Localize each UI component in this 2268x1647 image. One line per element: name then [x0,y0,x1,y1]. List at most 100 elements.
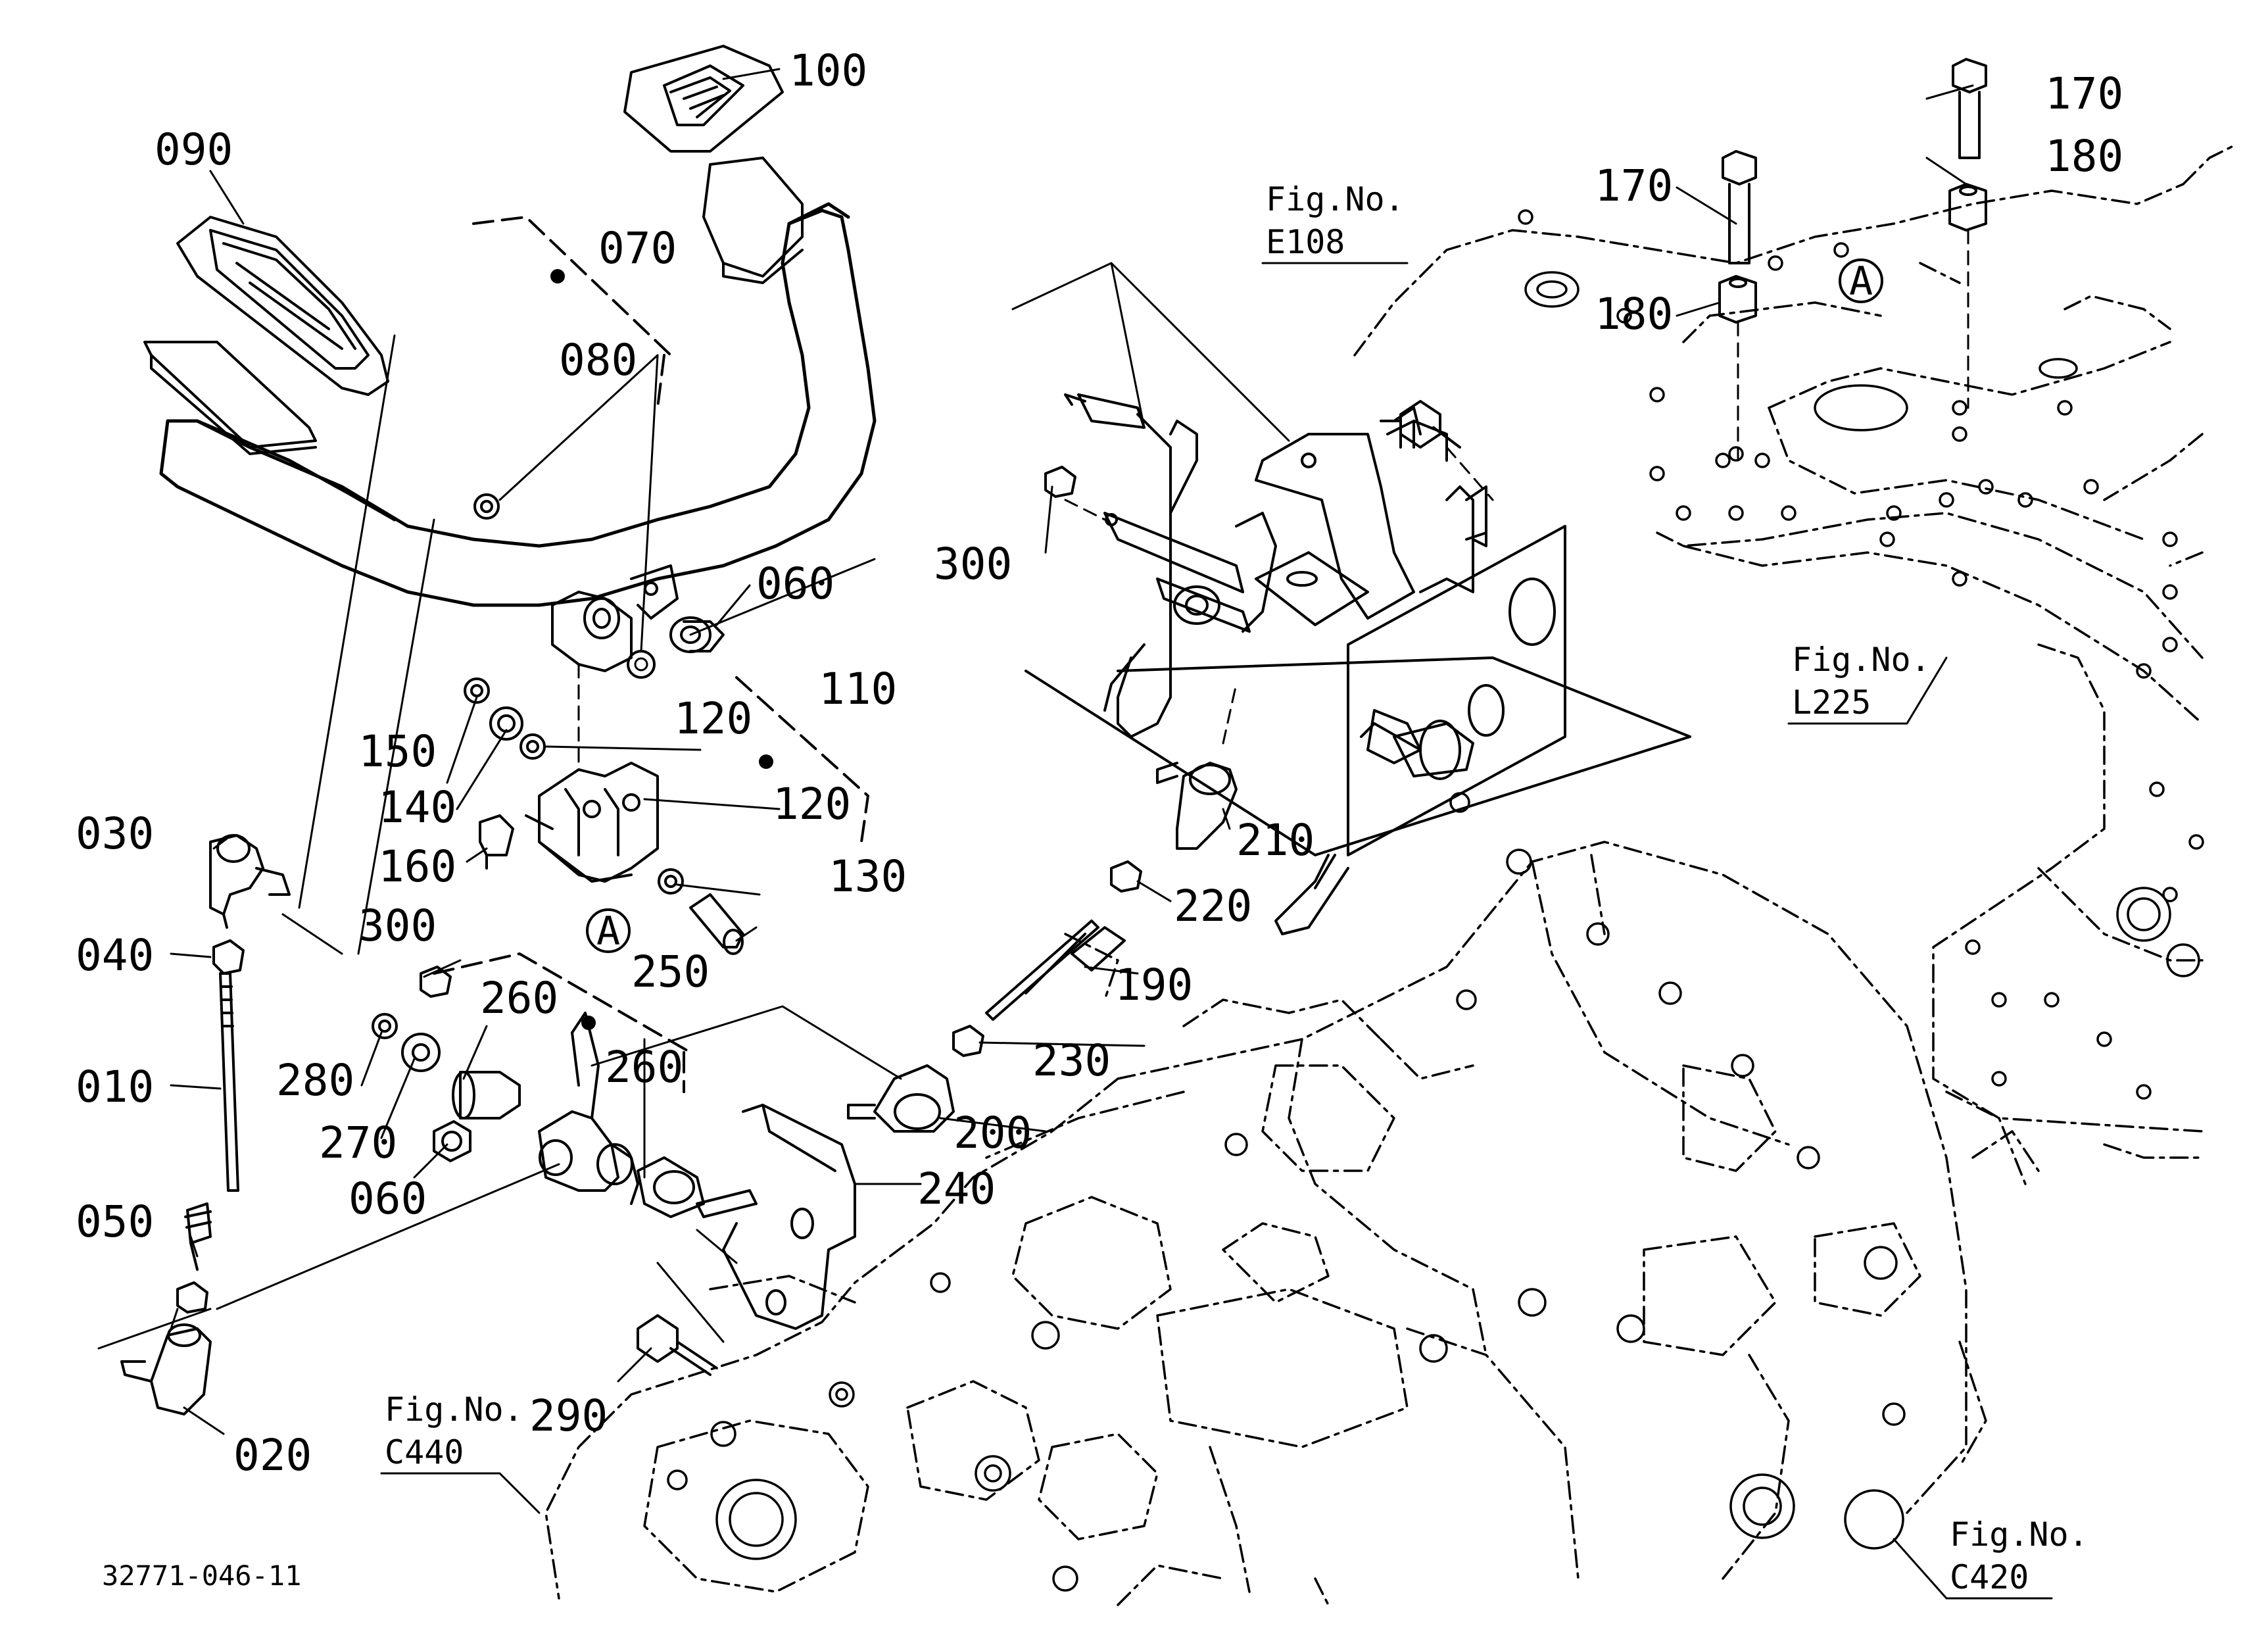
label-130: 130 [829,851,907,902]
rod-end-030 [209,834,291,929]
fig-ref-c440: Fig.No. C440 [385,1390,523,1471]
shaft-240 [696,1104,856,1330]
label-140: 140 [378,782,456,833]
label-300-upper: 300 [934,539,1012,589]
label-240: 240 [917,1164,996,1214]
rod-end-210 [1156,762,1238,850]
label-050: 050 [76,1196,154,1247]
bolt-170-right [1952,58,1987,159]
nut-230 [952,1025,984,1057]
spacer-180-left [1718,275,1757,324]
label-040: 040 [76,930,154,981]
bolt-e108 [1399,400,1461,449]
label-220: 220 [1174,881,1252,931]
leader-lines [170,68,1974,1435]
label-150: 150 [358,726,437,777]
lever-250 [538,1012,639,1205]
label-260-left: 260 [480,973,558,1023]
label-180-left: 180 [1595,289,1673,339]
bushing-120-upper [519,733,546,760]
cross-shaft [1064,393,1277,738]
pin-080-inner [634,657,648,672]
fig-ref-l225: Fig.No. L225 [1792,641,1931,722]
washer-270 [401,1033,441,1072]
bolt-bracket [1366,709,1422,764]
center-lines [577,229,1969,771]
transmission-housing [544,841,2040,1606]
kit-dot-110 [759,754,773,769]
label-060-lower: 060 [349,1173,427,1224]
label-200: 200 [953,1108,1032,1158]
label-090: 090 [155,124,233,175]
svg-text:L225: L225 [1792,683,1871,722]
bushing-060-upper [669,616,725,653]
fig-ref-c420: Fig.No. C420 [1950,1515,2088,1596]
clutch-pedal [159,202,877,607]
ref-marker-a-plate: A [1839,258,1883,305]
nut-050 [176,1281,208,1314]
ref-marker-a-clevis: A [586,908,631,954]
label-120-upper: 120 [674,693,752,744]
label-210: 210 [1236,815,1315,866]
part-labels: 100 090 070 080 060 110 120 150 140 120 … [76,45,2123,1481]
bolt-290 [637,1314,718,1376]
label-010: 010 [76,1062,154,1112]
clevis-110 [525,762,659,883]
pedal-boss [473,493,679,672]
clip-150 [464,677,490,704]
label-300-lower: 300 [358,900,437,951]
kit-brackets [433,216,869,1093]
label-230: 230 [1032,1035,1111,1086]
svg-text:C420: C420 [1950,1558,2029,1596]
label-280: 280 [276,1055,354,1106]
washer-140 [489,706,523,741]
fig-ref-lines [380,262,2053,1600]
bushing-120-lower [658,868,684,895]
svg-text:A: A [1849,258,1873,305]
label-100: 100 [789,45,867,96]
label-160: 160 [378,841,456,892]
label-290: 290 [529,1390,608,1441]
kit-dot-070 [550,269,565,283]
pedal-pad-100 [623,45,804,284]
rod-end-020 [120,1323,212,1415]
bushing-060-lower [433,1120,471,1162]
bushing-260-right [637,1156,705,1218]
pin-130 [689,893,744,955]
housing-bosses [667,792,1906,1592]
bolt-170-left [1722,150,1757,264]
floor-plate-holes [1518,209,2204,1100]
label-190: 190 [1115,960,1193,1010]
label-270: 270 [319,1118,397,1168]
nut-300-lower [420,966,452,998]
rod-end-200 [847,1064,955,1133]
label-110: 110 [819,664,897,714]
fig-ref-e108: Fig.No. E108 [1266,180,1405,261]
bushing-260-left [452,1071,521,1119]
label-170-right: 170 [2045,68,2123,119]
label-020: 020 [233,1430,312,1481]
construction-lines [97,334,902,1350]
bolt-160 [479,814,514,870]
svg-text:C440: C440 [385,1433,464,1471]
label-180-right: 180 [2045,131,2123,182]
svg-text:Fig.No.: Fig.No. [385,1390,523,1429]
nut-300-upper [1044,466,1076,498]
svg-text:E108: E108 [1266,223,1345,261]
label-250: 250 [631,946,710,997]
svg-text:Fig.No.: Fig.No. [1266,180,1405,218]
pin-080 [627,650,656,679]
nut-220 [1110,860,1142,893]
rod-010 [184,972,239,1271]
svg-text:Fig.No.: Fig.No. [1950,1515,2088,1554]
label-260-right: 260 [605,1042,683,1093]
label-060-upper: 060 [756,558,834,609]
svg-text:A: A [596,908,620,954]
label-070: 070 [598,223,677,274]
svg-text:Fig.No.: Fig.No. [1792,641,1931,679]
label-030: 030 [76,808,154,859]
kit-dot-250 [581,1016,596,1030]
nut-040 [212,939,245,975]
rod-190 [985,920,1126,1021]
